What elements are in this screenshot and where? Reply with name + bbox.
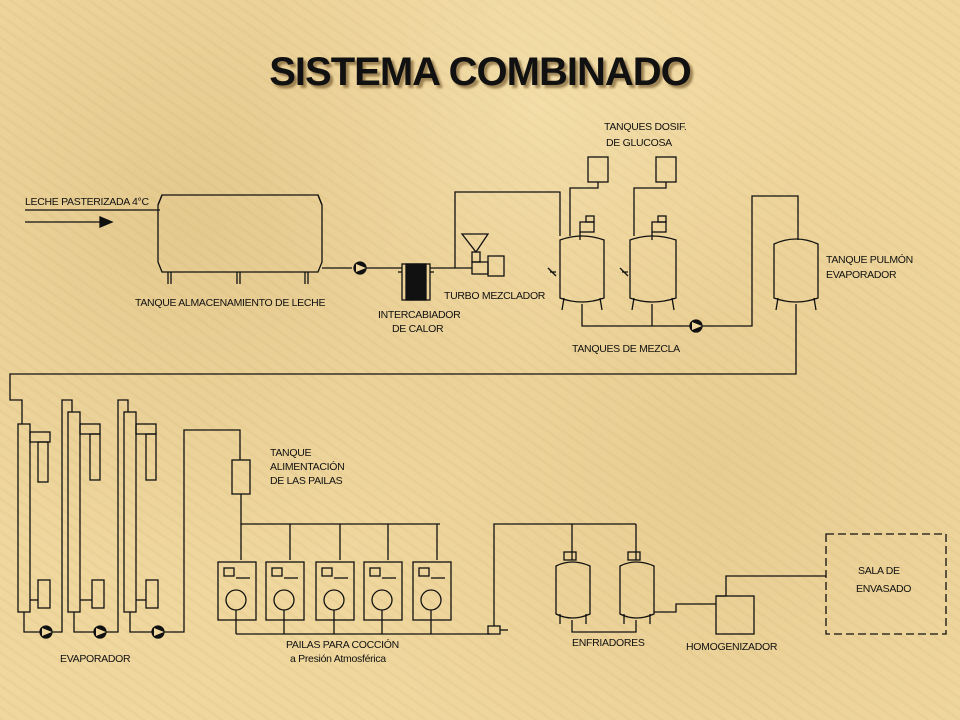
label-tanque-alim-3: DE LAS PAILAS	[270, 475, 343, 487]
glucose-dosing-tank-2	[633, 156, 677, 236]
pump-1	[353, 261, 367, 275]
paila-1	[217, 524, 257, 634]
paila-3	[315, 524, 355, 634]
label-tanques-dosif-1: TANQUES DOSIF.	[604, 121, 687, 133]
cooler-1	[555, 551, 591, 624]
evaporator-1	[17, 399, 73, 639]
label-sala-2: ENVASADO	[856, 583, 911, 595]
buffer-tank-evaporator	[773, 238, 819, 311]
mixing-tank-2	[619, 215, 677, 311]
packaging-room	[825, 533, 947, 635]
cooler-2	[619, 551, 655, 624]
label-tanque-pulmon-1: TANQUE PULMÓN	[826, 253, 913, 266]
label-sala-1: SALA DE	[858, 565, 900, 577]
diagram-title: SISTEMA COMBINADO	[269, 50, 692, 94]
label-tanque-almacenamiento: TANQUE ALMACENAMIENTO DE LECHE	[135, 297, 325, 309]
storage-tank	[157, 194, 323, 284]
heat-exchanger	[398, 263, 434, 301]
turbo-mixer	[455, 233, 505, 277]
evaporator-3	[123, 411, 241, 639]
mixing-tank-1	[547, 215, 605, 311]
label-leche-pasterizada: LECHE PASTERIZADA 4°C	[25, 196, 149, 208]
label-turbo-mezclador: TURBO MEZCLADOR	[444, 290, 546, 302]
paila-5	[412, 524, 452, 634]
label-pailas-2: a Presión Atmosférica	[290, 653, 386, 665]
label-evaporador: EVAPORADOR	[60, 653, 131, 665]
label-tanque-pulmon-2: EVAPORADOR	[826, 269, 897, 281]
label-pailas-1: PAILAS PARA COCCIÓN	[286, 638, 399, 651]
glucose-dosing-tank-1	[569, 156, 609, 236]
label-tanques-mezcla: TANQUES DE MEZCLA	[572, 343, 680, 355]
milk-inlet-arrow	[25, 209, 160, 228]
pump-2	[689, 319, 703, 333]
paila-2	[265, 524, 305, 634]
label-intercambiador-1: INTERCABIADOR	[378, 309, 461, 321]
evaporator-2	[67, 399, 129, 639]
label-tanque-alim-1: TANQUE	[270, 447, 311, 459]
paila-4	[363, 524, 403, 634]
label-tanque-alim-2: ALIMENTACIÓN	[270, 460, 344, 473]
homogenizer	[715, 575, 826, 635]
label-homogenizador: HOMOGENIZADOR	[686, 641, 778, 653]
label-intercambiador-2: DE CALOR	[392, 323, 444, 335]
pump-3	[487, 625, 508, 635]
label-tanques-dosif-2: DE GLUCOSA	[606, 137, 672, 149]
label-enfriadores: ENFRIADORES	[572, 637, 645, 649]
